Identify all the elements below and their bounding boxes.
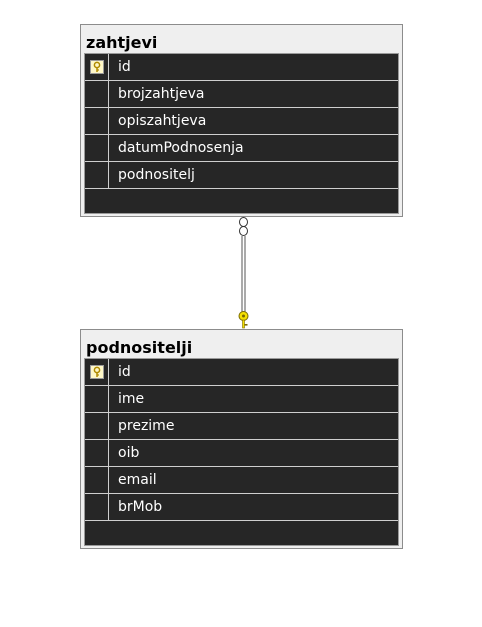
row-selector[interactable] <box>85 386 109 412</box>
table-zahtjevi[interactable]: zahtjevi id brojzahtjeva opiszahtjeva da… <box>80 24 403 217</box>
column-row[interactable]: oib <box>85 440 398 467</box>
column-name: prezime <box>118 418 175 434</box>
column-row[interactable]: podnositelj <box>85 162 398 189</box>
table-podnositelji[interactable]: podnositelji id ime prezime oib email <box>80 329 403 549</box>
row-selector[interactable] <box>85 81 109 107</box>
key-icon <box>89 60 104 74</box>
row-selector[interactable] <box>85 440 109 466</box>
row-selector[interactable] <box>85 54 109 80</box>
table-footer <box>84 189 399 214</box>
table-title: podnositelji <box>86 338 193 357</box>
column-name: podnositelj <box>118 167 195 183</box>
column-row[interactable]: datumPodnosenja <box>85 135 398 162</box>
table-title: zahtjevi <box>86 33 158 52</box>
infinity-icon <box>239 217 248 236</box>
column-name: email <box>118 472 157 488</box>
column-list: id ime prezime oib email brMob <box>84 358 399 521</box>
row-selector[interactable] <box>85 108 109 134</box>
column-name: id <box>118 59 131 75</box>
row-selector[interactable] <box>85 467 109 493</box>
row-selector[interactable] <box>85 359 109 385</box>
column-row[interactable]: ime <box>85 386 398 413</box>
row-selector[interactable] <box>85 494 109 520</box>
column-list: id brojzahtjeva opiszahtjeva datumPodnos… <box>84 53 399 189</box>
column-row[interactable]: id <box>85 359 398 386</box>
column-row[interactable]: brMob <box>85 494 398 521</box>
column-row[interactable]: id <box>85 54 398 81</box>
row-selector[interactable] <box>85 413 109 439</box>
key-icon <box>89 365 104 379</box>
table-footer <box>84 521 399 546</box>
column-name: datumPodnosenja <box>118 140 244 156</box>
column-name: oib <box>118 445 140 461</box>
column-name: brMob <box>118 499 163 515</box>
column-name: brojzahtjeva <box>118 86 205 102</box>
column-row[interactable]: opiszahtjeva <box>85 108 398 135</box>
column-name: opiszahtjeva <box>118 113 207 129</box>
row-selector[interactable] <box>85 135 109 161</box>
column-name: ime <box>118 391 145 407</box>
row-selector[interactable] <box>85 162 109 188</box>
column-row[interactable]: brojzahtjeva <box>85 81 398 108</box>
column-row[interactable]: prezime <box>85 413 398 440</box>
column-row[interactable]: email <box>85 467 398 494</box>
column-name: id <box>118 364 131 380</box>
key-icon <box>238 311 249 329</box>
